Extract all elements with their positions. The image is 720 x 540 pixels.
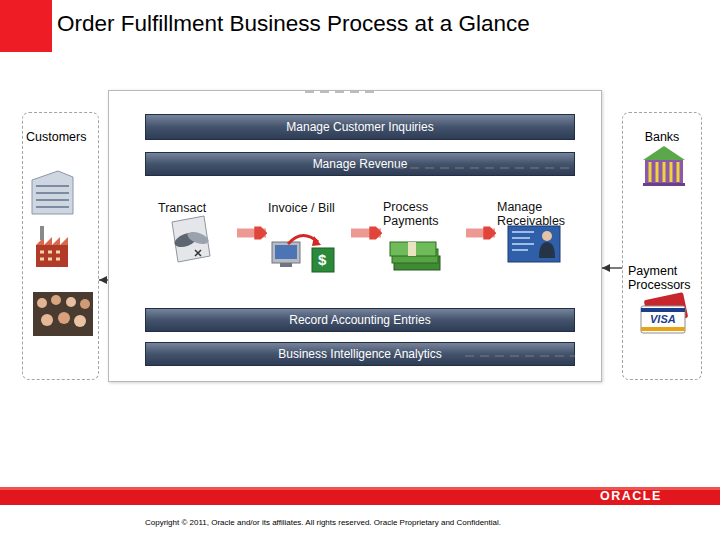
currency-symbol: $ (318, 251, 326, 268)
card-back (644, 292, 689, 326)
slide-title: Order Fulfillment Business Process at a … (57, 11, 530, 37)
process-step: Process Payments (381, 197, 466, 285)
card-stripe (641, 327, 685, 331)
footer-bar (0, 487, 720, 505)
factory-windows (40, 252, 60, 259)
bank-icon (643, 146, 685, 186)
node-label: Invoice / Bill (268, 201, 348, 215)
node-label: Manage Customer Inquiries (146, 121, 574, 134)
node-label: Payment Processors (628, 264, 700, 292)
process-band: Manage Customer Inquiries (145, 114, 575, 140)
node-label: Transact (158, 201, 234, 215)
bank-step (643, 183, 685, 186)
bank-body (645, 160, 683, 184)
node-label: Manage Revenue (146, 158, 574, 171)
copyright-note: Copyright © 2011, Oracle and/or its affi… (145, 518, 501, 527)
party-group-box: BanksPayment Processors (622, 112, 702, 380)
process-container: Manage Customer InquiriesManage RevenueT… (108, 90, 602, 382)
people-photo (33, 292, 93, 336)
people-faces (37, 295, 90, 327)
office-building-icon (32, 171, 73, 214)
process-band: Manage Revenue (145, 152, 575, 176)
bank-roof (643, 146, 685, 160)
face (66, 297, 76, 307)
process-step: Invoice / Bill (266, 197, 351, 285)
face (58, 312, 70, 324)
process-band: Record Accounting Entries (145, 308, 575, 332)
company-logo: ORACLE (600, 489, 662, 503)
factory-chimney (40, 226, 44, 240)
face (74, 315, 86, 327)
node-label: Process Payments (383, 200, 463, 228)
flow-arrow (602, 267, 622, 268)
building-windows (36, 186, 69, 207)
node-label: Customers (26, 130, 86, 144)
factory-roof (36, 237, 68, 245)
flow-arrow (99, 279, 108, 280)
face (80, 299, 90, 309)
face (41, 314, 53, 326)
payment-cards-icon (641, 292, 688, 333)
node-label: Business Intelligence Analytics (146, 348, 574, 361)
bank-columns (650, 162, 678, 182)
process-step: Manage Receivables (495, 197, 580, 285)
node-label: Record Accounting Entries (146, 314, 574, 327)
process-band: Business Intelligence Analytics (145, 342, 575, 366)
card-brand: VISA (650, 313, 676, 325)
card-stripe (641, 308, 685, 312)
node-label: Manage Receivables (497, 200, 577, 228)
party-group-box: Customers (22, 112, 99, 380)
process-step: Transact (152, 197, 237, 285)
red-corner-square (0, 0, 52, 52)
card-front (641, 306, 685, 333)
node-label: Banks (623, 130, 701, 144)
face (51, 295, 61, 305)
face (37, 298, 47, 308)
factory-icon (36, 245, 68, 267)
